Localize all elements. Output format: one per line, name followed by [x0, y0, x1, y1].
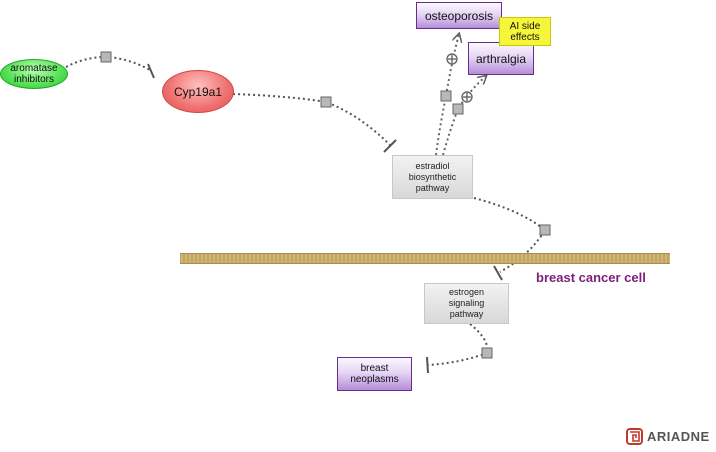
logo-text: ARIADNE	[647, 429, 710, 444]
edge-midpoint-marker	[481, 347, 493, 359]
ariadne-logo-icon	[626, 428, 643, 445]
edge-midpoint-marker	[320, 96, 332, 108]
edge-aromatase-to-cyp19a1	[65, 51, 155, 79]
edge-midpoint-marker	[440, 90, 452, 102]
node-estrogen-signaling-pathway[interactable]: estrogen signaling pathway	[424, 283, 509, 324]
edge-estradiol-to-arthralgia	[442, 76, 486, 156]
edge-midpoint-marker	[452, 103, 464, 115]
ariadne-logo: ARIADNE	[626, 428, 710, 445]
node-label: arthralgia	[475, 51, 527, 66]
node-label: estradiol biosynthetic pathway	[408, 160, 457, 193]
node-osteoporosis[interactable]: osteoporosis	[416, 2, 502, 29]
node-cyp19a1[interactable]: Cyp19a1	[162, 70, 234, 113]
edge-midpoint-marker	[539, 224, 551, 236]
node-label: estrogen signaling pathway	[448, 287, 485, 319]
node-label: aromatase inhibitors	[10, 63, 58, 85]
edge-estradiol-to-osteoporosis	[435, 34, 459, 156]
edge-cyp19a1-to-estradiol	[232, 93, 397, 153]
edge-midpoint-marker	[100, 51, 112, 63]
node-breast-neoplasms[interactable]: breast neoplasms	[337, 357, 412, 391]
node-label: AI side effects	[509, 20, 541, 43]
edge-estradiol-to-estrogen	[473, 197, 551, 281]
node-label: breast neoplasms	[350, 363, 399, 385]
node-aromatase-inhibitors[interactable]: aromatase inhibitors	[0, 59, 68, 89]
node-arthralgia[interactable]: arthralgia	[468, 42, 534, 75]
compartment-label: breast cancer cell	[536, 270, 646, 285]
node-label: Cyp19a1	[173, 84, 223, 99]
node-ai-side-effects[interactable]: AI side effects	[499, 17, 551, 46]
cell-membrane	[180, 253, 670, 264]
edge-estrogen-to-neoplasms	[426, 323, 493, 374]
node-label: osteoporosis	[424, 8, 494, 23]
node-estradiol-biosynthetic-pathway[interactable]: estradiol biosynthetic pathway	[392, 155, 473, 199]
